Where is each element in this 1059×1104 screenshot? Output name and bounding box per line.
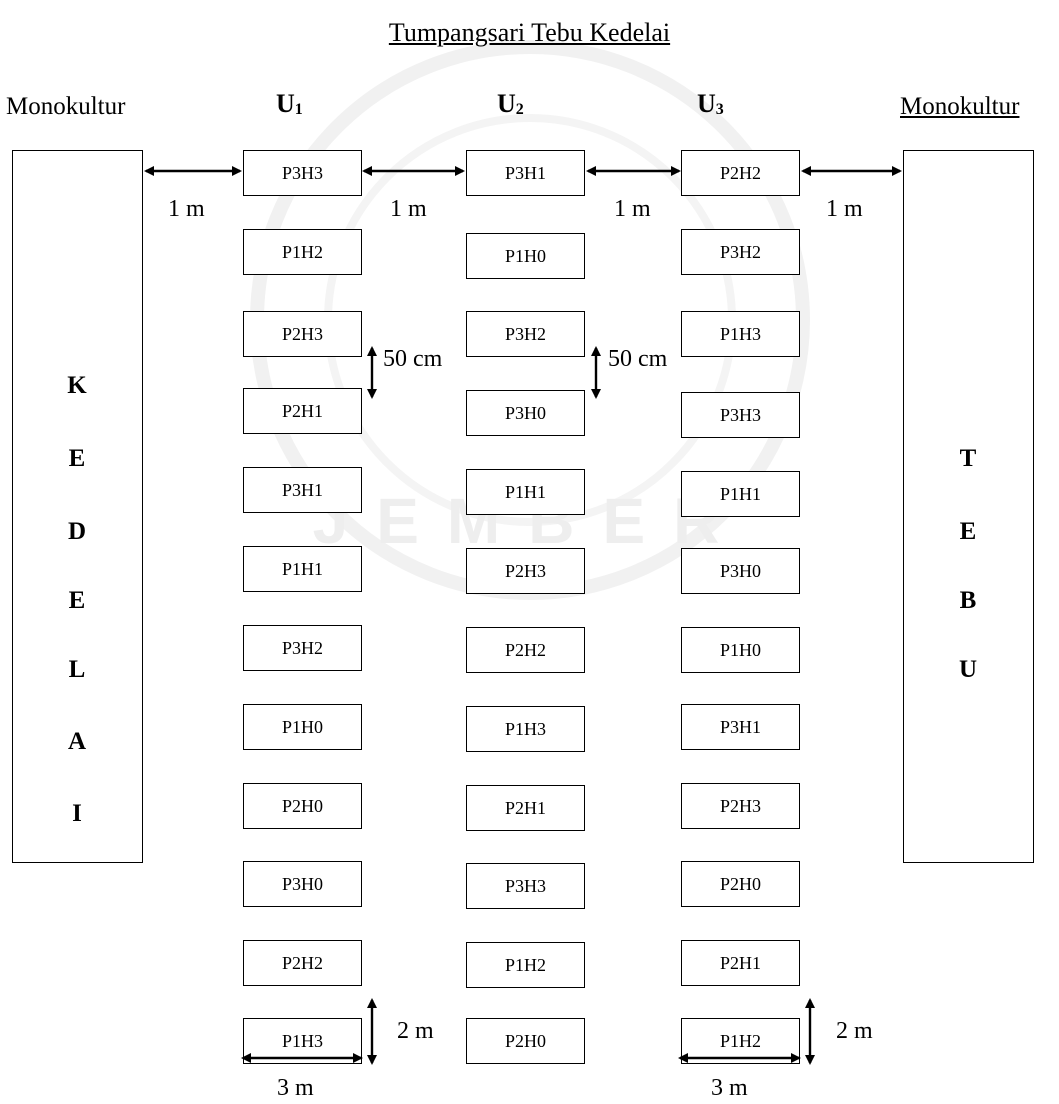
left-monoculture-label: Monokultur: [6, 93, 126, 120]
plot-box: P2H3: [243, 311, 362, 357]
soybean-letter: I: [72, 800, 82, 827]
soybean-letter: L: [68, 656, 86, 683]
plot-height-label-u1: 2 m: [397, 1018, 434, 1044]
soybean-monoculture-block: [12, 150, 143, 863]
plot-box: P2H2: [243, 940, 362, 986]
plot-box: P3H3: [681, 392, 800, 438]
plot-box: P1H2: [243, 229, 362, 275]
gap-label-u2-u3: 1 m: [614, 196, 651, 222]
row-gap-label-u2: 50 cm: [608, 346, 668, 372]
plot-box: P1H1: [243, 546, 362, 592]
plot-box: P2H3: [466, 548, 585, 594]
plot-box: P1H0: [681, 627, 800, 673]
plot-box: P3H0: [681, 548, 800, 594]
column-header-u1: U1: [276, 89, 303, 118]
plot-box: P2H3: [681, 783, 800, 829]
gap-label-mono-u1: 1 m: [168, 196, 205, 222]
soybean-letter: A: [67, 728, 87, 755]
sugarcane-letter: U: [958, 656, 978, 683]
plot-box: P3H2: [681, 229, 800, 275]
plot-box: P2H2: [681, 150, 800, 196]
plot-box: P1H2: [466, 942, 585, 988]
plot-box: P2H2: [466, 627, 585, 673]
gap-label-u1-u2: 1 m: [390, 196, 427, 222]
sugarcane-monoculture-block: [903, 150, 1034, 863]
plot-box: P1H3: [681, 311, 800, 357]
diagram-title: Tumpangsari Tebu Kedelai: [388, 18, 671, 47]
plot-box: P1H0: [466, 233, 585, 279]
plot-box: P2H0: [681, 861, 800, 907]
soybean-letter: E: [68, 445, 86, 472]
plot-box: P2H1: [466, 785, 585, 831]
soybean-letter: K: [67, 372, 87, 399]
plot-box: P3H0: [243, 861, 362, 907]
sugarcane-letter: B: [959, 587, 977, 614]
plot-box: P2H0: [466, 1018, 585, 1064]
plot-box: P3H1: [243, 467, 362, 513]
soybean-letter: D: [67, 518, 87, 545]
plot-box: P3H0: [466, 390, 585, 436]
column-header-u2: U2: [497, 89, 524, 118]
plot-box: P3H1: [681, 704, 800, 750]
plot-box: P3H1: [466, 150, 585, 196]
plot-box: P1H0: [243, 704, 362, 750]
sugarcane-letter: E: [959, 518, 977, 545]
plot-box: P1H3: [466, 706, 585, 752]
plot-height-label-u3: 2 m: [836, 1018, 873, 1044]
row-gap-label-u1: 50 cm: [383, 346, 443, 372]
column-header-u3: U3: [697, 89, 724, 118]
plot-box: P3H3: [243, 150, 362, 196]
plot-width-label-u1: 3 m: [277, 1075, 314, 1101]
right-monoculture-label: Monokultur: [900, 93, 1020, 120]
plot-width-label-u3: 3 m: [711, 1075, 748, 1101]
sugarcane-letter: T: [959, 445, 977, 472]
soybean-letter: E: [68, 587, 86, 614]
plot-box: P1H1: [466, 469, 585, 515]
plot-box: P2H1: [681, 940, 800, 986]
plot-box: P3H2: [466, 311, 585, 357]
plot-box: P1H1: [681, 471, 800, 517]
gap-label-u3-mono: 1 m: [826, 196, 863, 222]
plot-box: P2H0: [243, 783, 362, 829]
plot-box: P2H1: [243, 388, 362, 434]
plot-box: P3H3: [466, 863, 585, 909]
plot-box: P3H2: [243, 625, 362, 671]
